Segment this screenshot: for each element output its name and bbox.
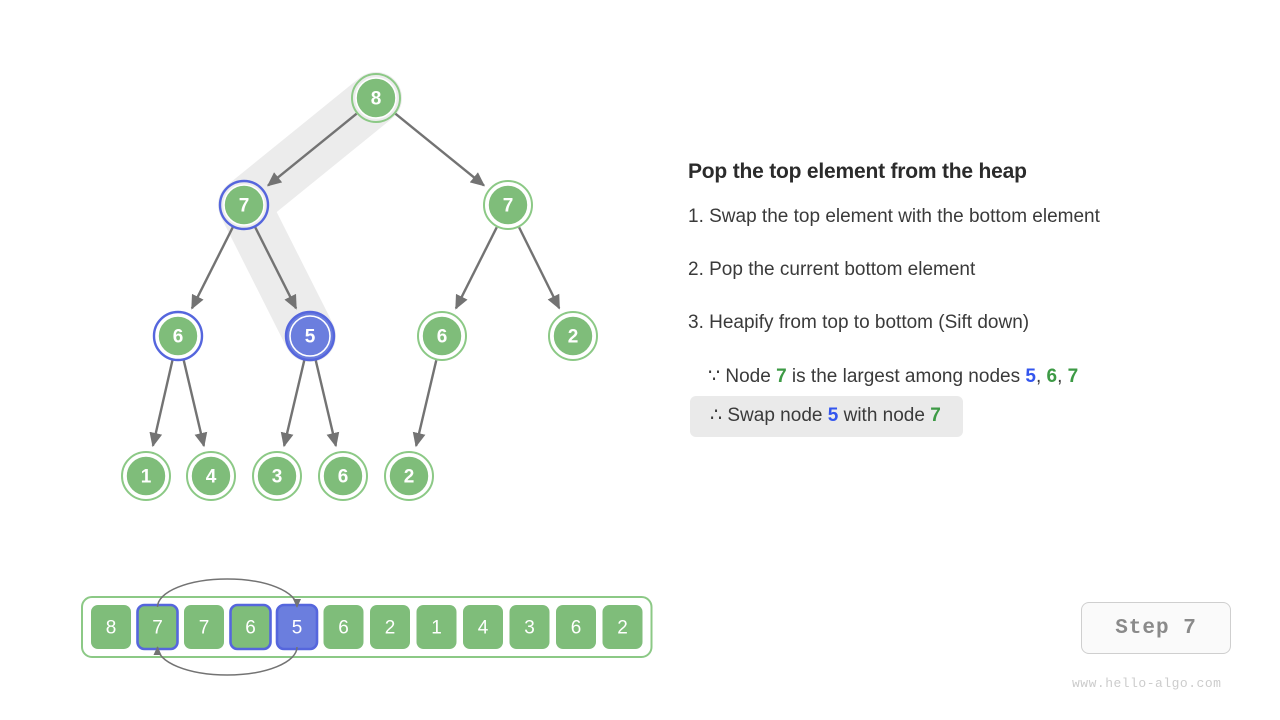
array-cell: 7 [136,603,179,651]
conclusion-pre: Swap node [727,405,828,426]
tree-nodes: 8 7 7 6 5 6 2 1 4 3 6 2 [121,73,598,501]
reason-sep-0: , [1035,366,1047,387]
tree-node-label: 8 [371,89,382,110]
array-cell: 2 [370,605,410,649]
tree-node-label: 6 [173,327,184,348]
reason-candidate-1: 6 [1046,366,1058,387]
tree-node: 2 [384,451,434,501]
tree-node: 4 [186,451,236,501]
conclusion-wrapper: ∴ Swap node 5 with node 7 [688,396,1248,437]
step-item-3: 3. Heapify from top to bottom (Sift down… [688,312,1030,333]
tree-node-label: 2 [568,327,579,348]
tree-node: 6 [152,310,204,362]
tree-node-label: 7 [503,196,514,217]
reason-pre: Node [725,366,777,387]
swap-arc [153,578,302,676]
tree-node: 6 [417,311,467,361]
page-title: Pop the top element from the heap [688,160,1027,183]
tree-node-label: 1 [141,467,152,488]
conclusion-mid: with node [838,405,931,426]
tree-node: 7 [483,180,533,230]
tree-node: 1 [121,451,171,501]
array-cell: 4 [463,605,503,649]
reason-candidate-2: 7 [1067,366,1079,387]
tree-node-label: 7 [239,196,250,217]
array-cell: 6 [556,605,596,649]
tree-node: 7 [218,179,270,231]
tree-node: 8 [351,73,401,123]
array-cell-label: 7 [152,618,163,639]
array-cell-label: 4 [478,618,489,639]
conclusion-line: ∴ Swap node 5 with node 7 [690,396,963,437]
array-cell: 6 [229,603,272,651]
array-cell-label: 2 [385,618,396,639]
tree-node: 5 [284,310,336,362]
tree-node-label: 4 [206,467,217,488]
tree-node-label: 6 [338,467,349,488]
array-cell: 6 [323,605,364,649]
array-cell-label: 1 [431,618,442,639]
array-cell-label: 6 [338,618,349,639]
heap-array-diagram: 8 7 7 6 5 6 2 1 4 3 6 2 [81,578,653,676]
reason-sep-1: , [1057,366,1068,387]
reason-candidate-0: 5 [1025,366,1036,387]
tree-node-label: 6 [437,327,448,348]
watermark: www.hello-algo.com [1072,676,1222,691]
tree-node-label: 3 [272,467,283,488]
step-item-1: 1. Swap the top element with the bottom … [688,206,1100,227]
array-cell: 2 [602,605,643,649]
array-cell-label: 6 [571,618,582,639]
array-cell: 3 [509,605,550,649]
heap-tree-diagram: 8 7 7 6 5 6 2 1 4 3 6 2 [121,72,598,501]
tree-node: 6 [318,451,368,501]
because-symbol: ∵ [708,366,721,387]
array-cell-label: 8 [106,618,117,639]
array-cell-label: 6 [245,618,256,639]
array-cell: 7 [184,605,224,649]
tree-edges [149,112,561,448]
array-cell: 1 [416,605,457,649]
conclusion-to-value: 7 [930,405,941,426]
array-cells: 8 7 7 6 5 6 2 1 4 3 6 2 [81,596,653,658]
reason-mid: is the largest among nodes [786,366,1026,387]
tree-node: 3 [252,451,302,501]
reason-line: ∵ Node 7 is the largest among nodes 5, 6… [688,365,1248,388]
tree-node-label: 2 [404,467,415,488]
array-cell: 8 [91,605,131,649]
tree-node: 2 [548,311,598,361]
array-cell-label: 5 [292,618,303,639]
array-cell-label: 2 [617,618,628,639]
step-badge: Step 7 [1081,602,1231,654]
tree-node-label: 5 [305,327,316,348]
reason-node-value: 7 [776,366,787,387]
array-cell-label: 3 [524,618,535,639]
conclusion-from-value: 5 [827,405,839,426]
step-item-2: 2. Pop the current bottom element [688,259,976,280]
info-panel: Pop the top element from the heap 1. Swa… [688,160,1248,437]
array-cell-label: 7 [199,618,210,639]
array-cell: 5 [275,603,319,651]
therefore-symbol: ∴ [710,405,723,426]
